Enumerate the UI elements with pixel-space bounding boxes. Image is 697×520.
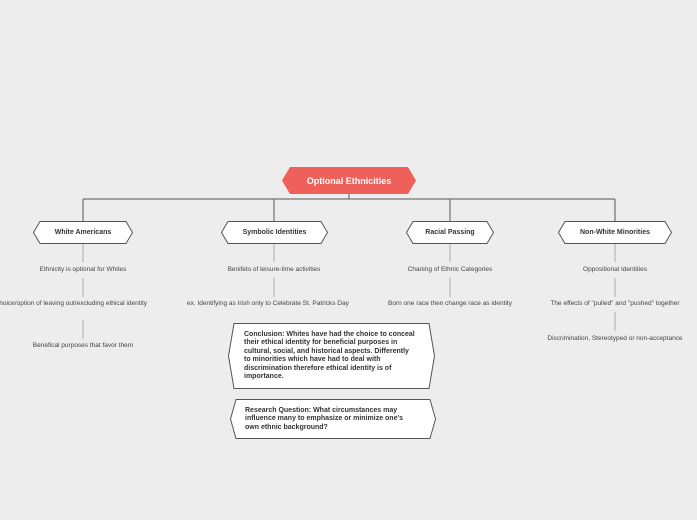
branch-label: White Americans [54,229,112,236]
leaf-item[interactable]: Born one race then change race as identi… [388,300,512,307]
branch-white-americans[interactable]: White Americans [32,221,134,244]
leaf-item[interactable]: Chaning of Ethnic Categories [407,266,493,273]
conclusion-box[interactable]: Conclusion: Whites have had the choice t… [227,323,436,389]
leaf-item[interactable]: Oppositional Identities [583,266,647,273]
branch-racial-passing[interactable]: Racial Passing [405,221,495,244]
conclusion-text: Conclusion: Whites have had the choice t… [244,331,415,381]
root-label: Optional Ethnicities [306,175,392,186]
branch-label: Racial Passing [425,229,475,236]
research-question-box[interactable]: Research Question: What circumstances ma… [229,399,437,439]
branch-label: Non-White Minorities [580,229,650,236]
leaf-item[interactable]: The effects of "pulled" and "pushed" tog… [550,300,680,307]
branch-non-white-minorities[interactable]: Non-White Minorities [557,221,673,244]
root-node[interactable]: Optional Ethnicities [282,167,416,194]
research-question-text: Research Question: What circumstances ma… [245,407,404,431]
branch-label: Symbolic Identities [242,229,307,236]
leaf-item[interactable]: Ethnicity is optional for Whites [39,266,127,273]
branch-symbolic-identities[interactable]: Symbolic Identities [220,221,329,244]
leaf-item[interactable]: Benifets of leisure-time activities [227,266,321,273]
leaf-item[interactable]: choice/option of leaving out/excluding e… [0,300,148,307]
leaf-item[interactable]: ex. Identifying as Irish only to Celebra… [187,300,349,307]
leaf-item[interactable]: Benefical purposes that favor them [32,342,134,349]
leaf-item[interactable]: Discrimination, Stereotyped or non-accep… [547,335,683,342]
